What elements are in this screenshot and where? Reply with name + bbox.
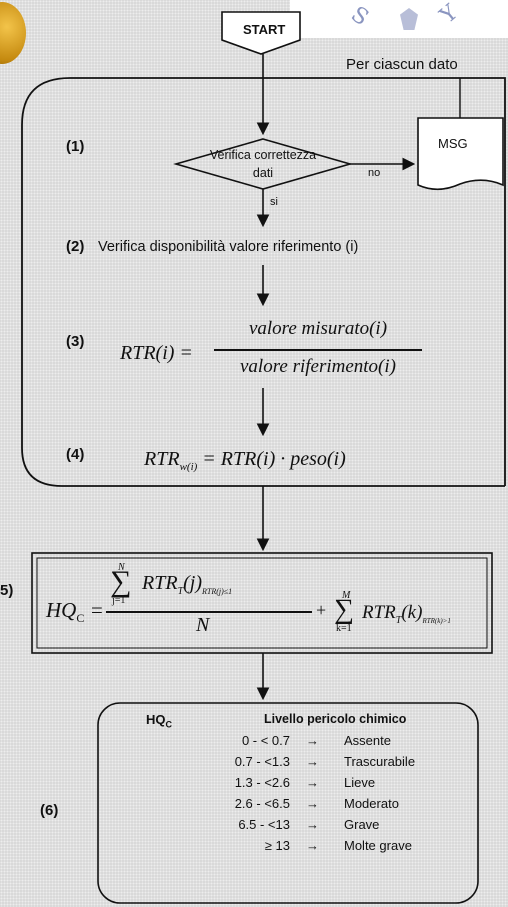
decision-diamond xyxy=(173,138,353,190)
hq-plus: + xyxy=(316,600,327,620)
sum2-term-text: RTR xyxy=(362,602,396,623)
table-level: Moderato xyxy=(344,796,399,811)
step-3-numerator: valore misurato(i) xyxy=(248,318,388,339)
table-range: 0.7 - <1.3 xyxy=(234,754,290,769)
hq-box xyxy=(31,552,493,654)
sum2-arg: (k) xyxy=(401,602,423,623)
watermark-box: S Y xyxy=(290,0,508,38)
step-4-formula: RTRw(i) = RTR(i) · peso(i) xyxy=(144,448,346,473)
msg-document xyxy=(417,117,504,191)
table-header-right: Livello pericolo chimico xyxy=(264,712,407,726)
sum1-cond: RTR(j)≤1 xyxy=(202,587,233,596)
sum2-bottom: k=1 xyxy=(336,623,352,634)
table-header-left-sub: C xyxy=(165,719,173,730)
sum1-symbol: ∑ xyxy=(110,565,132,598)
watermark-emblem-icon xyxy=(400,8,418,30)
hq-eq: = xyxy=(89,598,104,622)
sum2-term-sub: T xyxy=(395,614,402,626)
sum2-cond: RTR(k)>1 xyxy=(422,616,451,625)
table-level: Lieve xyxy=(344,775,376,790)
table-level: Trascurabile xyxy=(344,754,416,769)
step-6-number: (6) xyxy=(40,802,59,819)
sum1-bottom: j=1 xyxy=(112,595,126,606)
hq-lhs-sub: C xyxy=(76,611,85,626)
hq-denominator: N xyxy=(196,614,210,636)
table-box xyxy=(97,702,479,904)
start-box xyxy=(221,11,301,55)
sum1-arg: (j) xyxy=(183,572,203,594)
msg-label: MSG xyxy=(438,136,468,151)
step-2-number: (2) xyxy=(66,238,85,255)
edge-label-si: si xyxy=(270,196,278,208)
edge-label-no: no xyxy=(368,167,381,179)
table-arrow: → xyxy=(306,733,319,748)
sum1-term-sub: T xyxy=(177,586,184,597)
sum1-top: N xyxy=(118,562,125,573)
table-header-left: HQC xyxy=(146,712,172,730)
table-range: 6.5 - <13 xyxy=(238,817,290,832)
decision-text-line-2: dati xyxy=(252,166,274,180)
table-range: 1.3 - <2.6 xyxy=(234,775,290,790)
decision-text-line-1: Verifica correttezza xyxy=(209,148,317,162)
loop-box xyxy=(21,77,506,487)
step-4-number: (4) xyxy=(66,446,85,463)
step-4-sub: w(i) xyxy=(179,461,198,473)
loop-label: Per ciascun dato xyxy=(346,56,458,73)
table-arrow: → xyxy=(306,838,319,853)
sum2-top: M xyxy=(342,590,351,601)
sum2-symbol: ∑ xyxy=(334,594,354,625)
sum1-term-text: RTR xyxy=(142,572,178,594)
table-level: Molte grave xyxy=(344,838,412,853)
step-3-number: (3) xyxy=(66,333,85,350)
table-level: Grave xyxy=(344,817,380,832)
table-arrow: → xyxy=(306,796,319,811)
table-range: 0 - < 0.7 xyxy=(241,733,290,748)
table-arrow: → xyxy=(306,775,319,790)
table-range: 2.6 - <6.5 xyxy=(234,796,290,811)
step-5-number: 5) xyxy=(0,582,14,599)
step-4-rhs: = RTR(i) · peso(i) xyxy=(202,448,346,470)
sum2-term: RTRT(k)RTR(k)>1 xyxy=(362,602,451,626)
hq-lhs: HQC = xyxy=(46,598,104,626)
fraction-bar xyxy=(214,349,422,351)
step-1-number: (1) xyxy=(66,138,85,155)
start-label: START xyxy=(243,22,286,37)
step-3-denominator: valore riferimento(i) xyxy=(239,356,396,377)
table-header-left-text: HQ xyxy=(146,712,166,727)
step-2-text: Verifica disponibilità valore riferiment… xyxy=(98,239,359,255)
sum1-term: RTRT(j)RTR(j)≤1 xyxy=(142,572,232,597)
table-arrow: → xyxy=(306,817,319,832)
table-level: Assente xyxy=(344,733,391,748)
step-4-lhs: RTR xyxy=(144,448,180,470)
hq-lhs-text: HQ xyxy=(46,598,77,622)
table-arrow: → xyxy=(306,754,319,769)
hq-fraction-bar xyxy=(106,611,312,613)
step-3-lhs: RTR(i) = xyxy=(120,342,193,364)
table-range: ≥ 13 xyxy=(264,838,290,853)
